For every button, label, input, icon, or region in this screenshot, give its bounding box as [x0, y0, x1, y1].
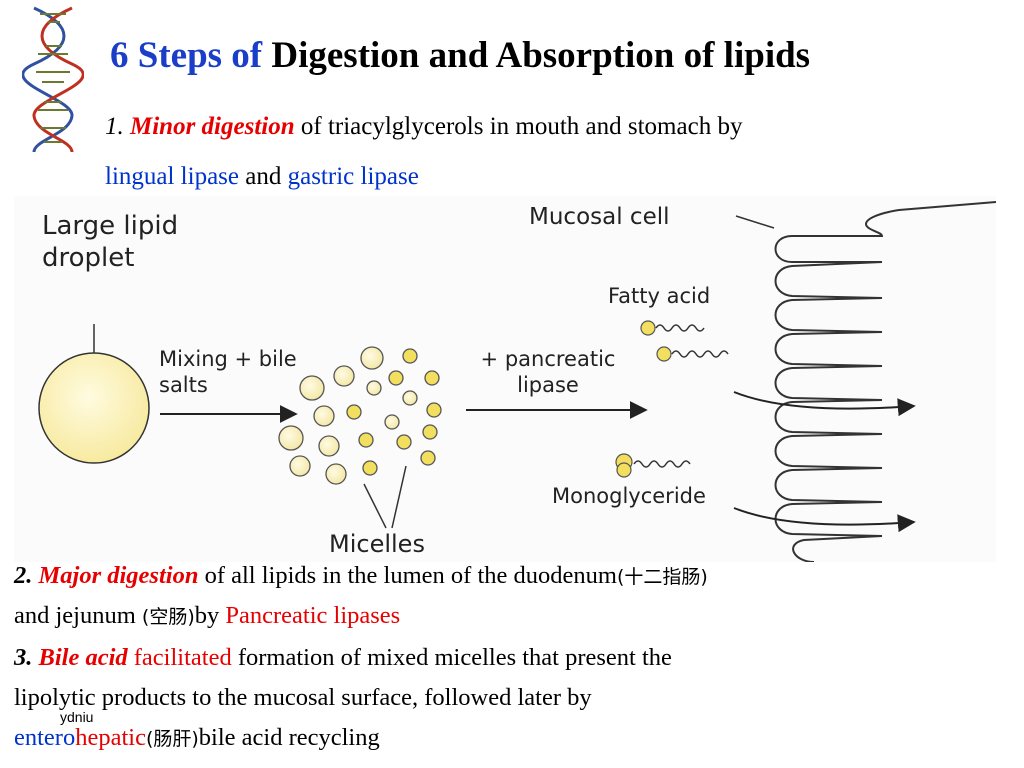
step3-text2: lipolytic products to the mucosal surfac…	[14, 684, 592, 711]
step2-line2: and jejunum (空肠)by Pancreatic lipases	[14, 596, 1010, 637]
monoglyceride-molecule	[615, 453, 691, 478]
slide-title: 6 Steps of Digestion and Absorption of l…	[110, 35, 1010, 77]
label-mixing-bile-salts: Mixing + bile salts	[159, 347, 297, 397]
micelles-pointer-2	[391, 465, 407, 529]
step3-number: 3.	[14, 644, 39, 671]
step3-line2: lipolytic products to the mucosal surfac…	[14, 678, 1010, 718]
label-pancreatic-lipase: + pancreatic lipase	[480, 347, 616, 397]
step1-enzyme2: gastric lipase	[287, 163, 419, 190]
label-monoglyceride: Monoglyceride	[552, 484, 706, 508]
step2-line1: 2. Major digestion of all lipids in the …	[14, 556, 1010, 597]
step1-number: 1.	[105, 113, 130, 140]
step2-number: 2.	[14, 562, 39, 589]
step3-line1: 3. Bile acid facilitated formation of mi…	[14, 638, 1010, 678]
step3-facilitated: facilitated	[127, 644, 232, 671]
step3-text1: formation of mixed micelles that present…	[231, 644, 672, 671]
diagram-graphics	[38, 201, 996, 562]
step3-line3: enterohepatic(肠肝)bile acid recycling	[14, 718, 1010, 759]
step2-term: Major digestion	[38, 562, 199, 589]
fatty-acid-absorption-arrow	[733, 391, 916, 417]
step1-text: of triacylglycerols in mouth and stomach…	[294, 113, 743, 140]
step1-term: Minor digestion	[130, 113, 295, 140]
step2-enzyme: Pancreatic lipases	[225, 602, 401, 629]
step1-enzyme1: lingual lipase	[105, 163, 239, 190]
step2-text3: by	[194, 602, 226, 629]
step3-entero: entero	[14, 724, 76, 751]
title-main: Digestion and Absorption of lipids	[271, 35, 811, 76]
micelles-pointer-1	[363, 483, 387, 529]
label-fatty-acid: Fatty acid	[608, 284, 711, 308]
mucosal-membrane	[774, 201, 996, 562]
mucosal-pointer	[735, 215, 775, 229]
title-prefix: 6 Steps of	[110, 35, 272, 76]
step3-hepatic: hepatic	[75, 724, 146, 751]
micelle-group	[278, 346, 442, 485]
lipid-digestion-diagram: Large lipid droplet Mixing + bile salts …	[14, 196, 996, 562]
step1-line1: 1. Minor digestion of triacylglycerols i…	[105, 108, 1005, 146]
large-lipid-droplet	[38, 352, 150, 464]
dna-helix-icon	[22, 6, 84, 152]
step1-line2: lingual lipase and gastric lipase	[105, 158, 1005, 196]
step2-text2: and jejunum	[14, 602, 142, 629]
label-large-lipid-droplet: Large lipid droplet	[42, 211, 179, 273]
label-micelles: Micelles	[329, 530, 425, 558]
step3-cjk: (肠肝)	[145, 728, 199, 750]
step1-and: and	[239, 163, 288, 190]
step3-text3: bile acid recycling	[198, 724, 380, 751]
watermark: ydniu	[60, 709, 94, 725]
step2-text1: of all lipids in the lumen of the duoden…	[198, 562, 617, 589]
monoglyceride-absorption-arrow	[733, 507, 916, 533]
label-mucosal-cell: Mucosal cell	[529, 204, 670, 230]
step2-cjk1: (十二指肠)	[616, 566, 708, 588]
step3-term: Bile acid	[38, 644, 128, 671]
fatty-acid-molecules	[640, 320, 729, 362]
step2-cjk2: (空肠)	[141, 606, 195, 628]
